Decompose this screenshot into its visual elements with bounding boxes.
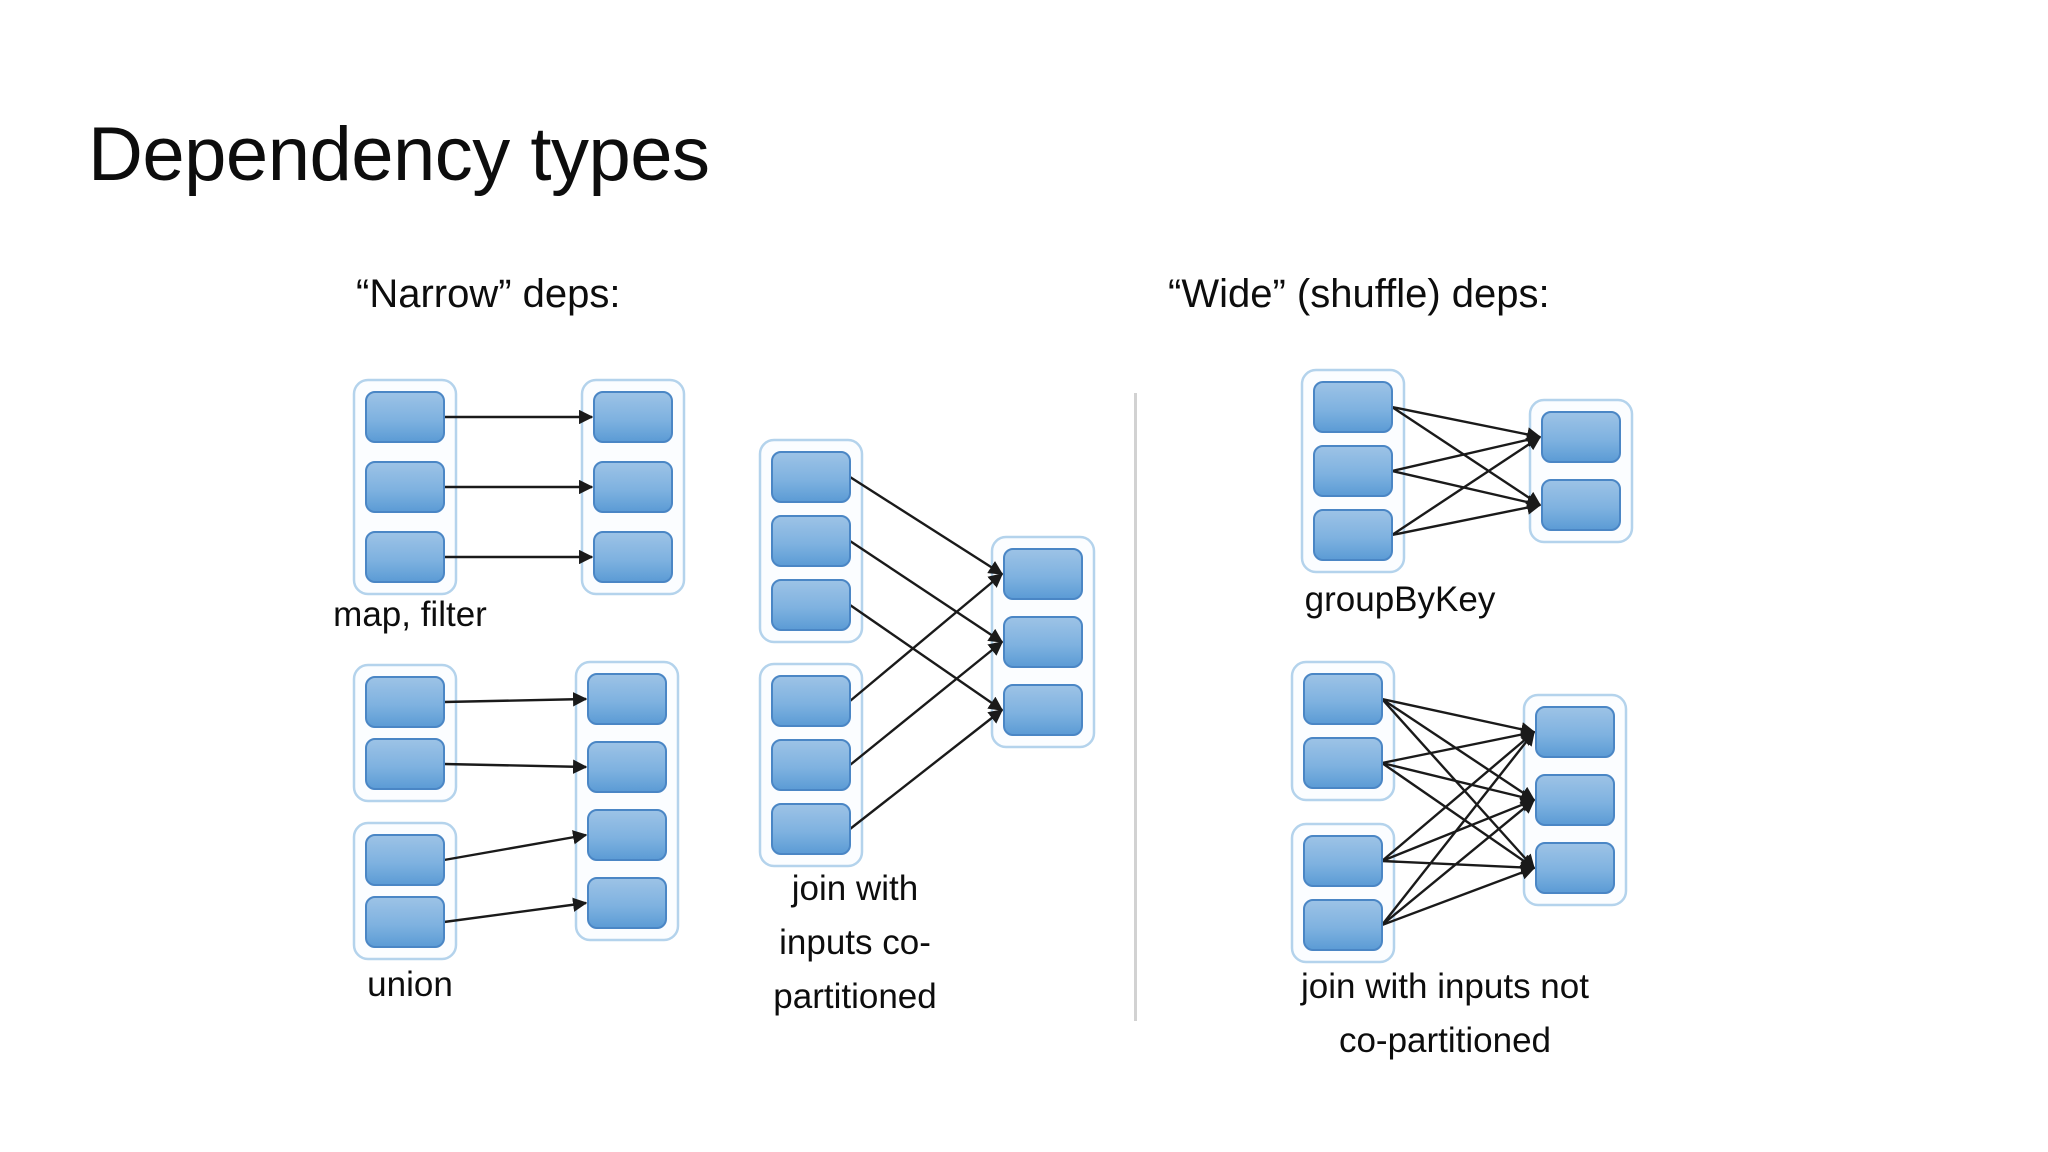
- diagram-groupbykey: [1300, 368, 1636, 574]
- dependency-arrow-11: [1381, 865, 1536, 927]
- partition-block-left-0: [1303, 673, 1383, 725]
- partition-block-left-0: [771, 451, 851, 503]
- dependency-arrow-0: [443, 692, 588, 707]
- dependency-arrow-3: [1391, 469, 1542, 510]
- diagram-join-co-partitioned: [758, 438, 1098, 868]
- dependency-arrow-4: [849, 641, 1004, 766]
- dependency-arrow-1: [1381, 698, 1536, 801]
- dependency-arrow-3: [1381, 727, 1536, 765]
- partition-block-left-0: [365, 391, 445, 443]
- partition-block-left-2: [365, 834, 445, 886]
- partition-block-right-1: [1541, 479, 1621, 531]
- dependency-arrow-2: [443, 830, 588, 862]
- diagram-map-filter: [352, 378, 688, 596]
- diagram-join-not-co-partitioned: [1290, 660, 1630, 964]
- partition-block-left-4: [771, 739, 851, 791]
- partition-block-left-0: [365, 676, 445, 728]
- caption-join-co-partitioned: join with inputs co- partitioned: [773, 869, 937, 1016]
- dependency-arrow-7: [1381, 798, 1536, 863]
- partition-block-left-3: [1303, 899, 1383, 951]
- partition-block-right-1: [593, 461, 673, 513]
- dependency-arrow-10: [1381, 799, 1536, 926]
- dependency-arrow-5: [849, 709, 1004, 830]
- partition-block-right-2: [1535, 842, 1615, 894]
- dependency-arrow-0: [1381, 697, 1536, 737]
- partition-block-right-0: [587, 673, 667, 725]
- dependency-arrow-3: [443, 897, 588, 924]
- dependency-arrow-8: [1381, 859, 1536, 875]
- partition-block-right-0: [1003, 548, 1083, 600]
- partition-block-left-2: [365, 531, 445, 583]
- partition-block-right-1: [587, 741, 667, 793]
- page-title: Dependency types: [88, 112, 710, 197]
- partition-block-left-2: [1303, 835, 1383, 887]
- dependency-arrow-4: [1391, 435, 1542, 537]
- partition-block-left-0: [1313, 381, 1393, 433]
- partition-block-right-2: [1003, 684, 1083, 736]
- partition-block-right-2: [587, 809, 667, 861]
- partition-block-left-1: [1313, 445, 1393, 497]
- dependency-arrow-4: [1381, 761, 1536, 804]
- column-divider: [1134, 393, 1137, 1021]
- dependency-arrow-5: [1391, 500, 1542, 537]
- partition-block-right-0: [1541, 411, 1621, 463]
- dependency-arrow-0: [1391, 405, 1542, 442]
- partition-block-left-1: [1303, 737, 1383, 789]
- wide-deps-header: “Wide” (shuffle) deps:: [1168, 272, 1550, 316]
- partition-block-right-1: [1003, 616, 1083, 668]
- dependency-arrow-1: [849, 540, 1004, 643]
- dependency-arrow-2: [1391, 432, 1542, 473]
- dependency-arrow-5: [1381, 762, 1536, 869]
- partition-block-left-1: [365, 738, 445, 790]
- dependency-arrow-3: [849, 573, 1004, 702]
- caption-union: union: [367, 965, 453, 1004]
- partition-block-left-2: [771, 579, 851, 631]
- partition-block-left-1: [365, 461, 445, 513]
- partition-block-right-3: [587, 877, 667, 929]
- partition-block-left-5: [771, 803, 851, 855]
- partition-block-right-1: [1535, 774, 1615, 826]
- dependency-arrow-1: [1391, 405, 1542, 507]
- dependency-arrow-2: [849, 604, 1004, 711]
- partition-block-right-0: [593, 391, 673, 443]
- dependency-arrow-9: [1381, 730, 1535, 926]
- partition-block-left-1: [771, 515, 851, 567]
- caption-join-not-co-partitioned: join with inputs not co-partitioned: [1301, 967, 1589, 1060]
- dependency-arrow-6: [1381, 731, 1536, 862]
- narrow-deps-header: “Narrow” deps:: [356, 272, 621, 316]
- partition-block-left-3: [365, 896, 445, 948]
- caption-groupbykey: groupByKey: [1304, 580, 1496, 619]
- partition-block-left-3: [771, 675, 851, 727]
- partition-block-right-2: [593, 531, 673, 583]
- diagram-union: [352, 660, 682, 964]
- partition-block-left-2: [1313, 509, 1393, 561]
- dependency-arrow-0: [849, 475, 1004, 576]
- dependency-arrow-2: [1381, 698, 1535, 870]
- caption-map-filter: map, filter: [333, 595, 487, 634]
- dependency-arrow-1: [443, 759, 588, 774]
- partition-block-right-0: [1535, 706, 1615, 758]
